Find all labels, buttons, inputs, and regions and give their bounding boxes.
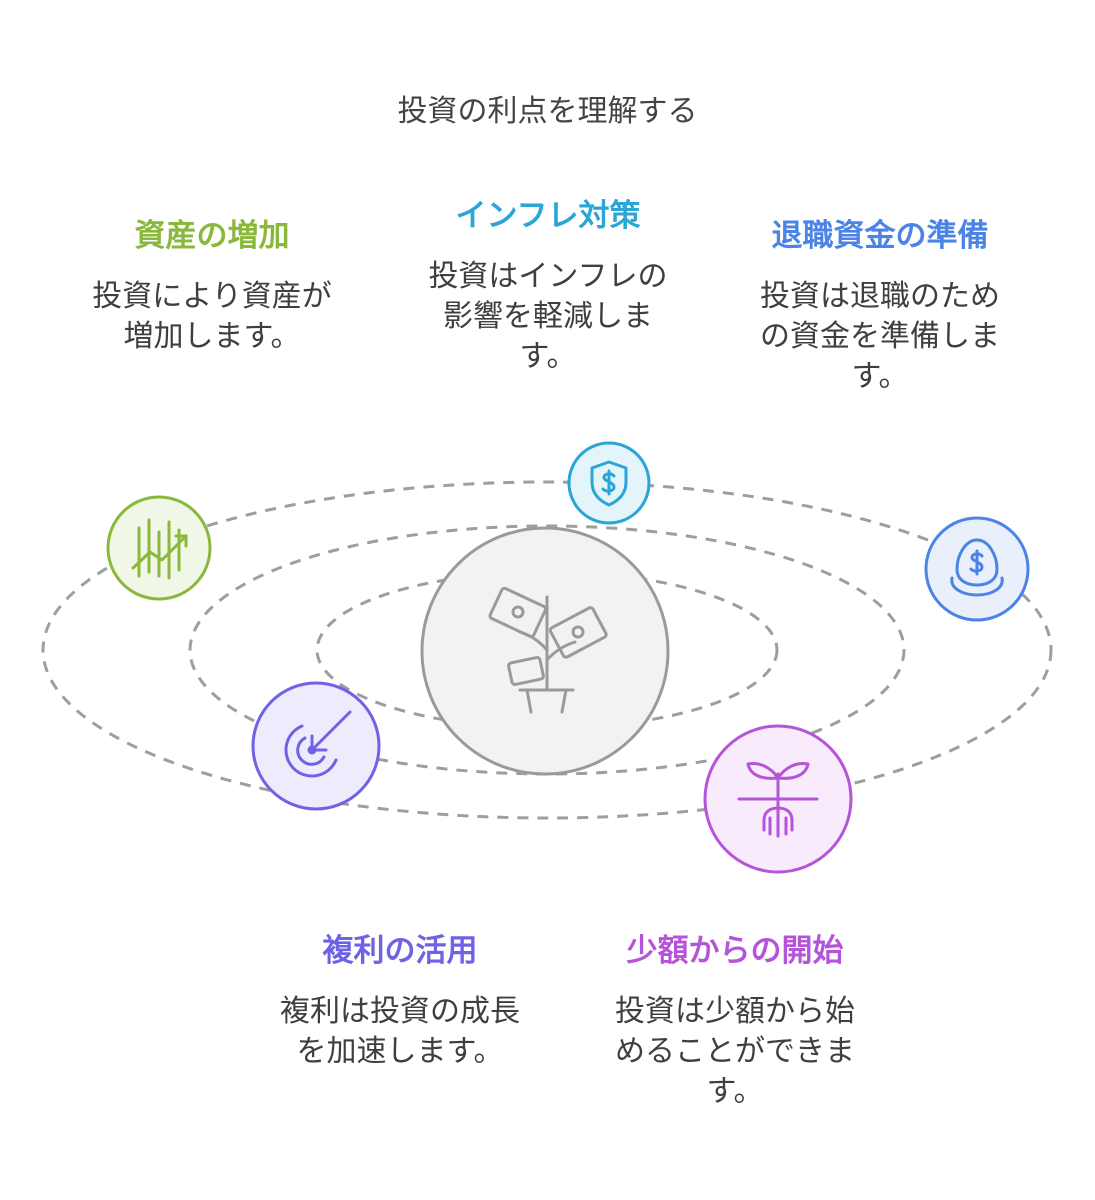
desc-line: す。 bbox=[706, 1074, 764, 1109]
retirement-node bbox=[924, 516, 1030, 622]
desc-line: 増加します。 bbox=[123, 319, 301, 354]
desc-line: の資金を準備しま bbox=[760, 319, 1000, 354]
desc-line: 投資は少額から始 bbox=[615, 994, 855, 1029]
small-start-heading: 少額からの開始 bbox=[626, 933, 844, 969]
desc-line: す。 bbox=[519, 339, 577, 374]
outer-orbit bbox=[41, 480, 1053, 820]
compound-description: 複利は投資の成長 を加速します。 bbox=[250, 992, 550, 1072]
money-plant-icon bbox=[488, 586, 608, 714]
asset-growth-description: 投資により資産が 増加します。 bbox=[62, 277, 362, 357]
asset-growth-node bbox=[106, 495, 212, 601]
desc-line: を加速します。 bbox=[296, 1034, 504, 1069]
compound-heading: 複利の活用 bbox=[322, 933, 478, 969]
desc-line: 複利は投資の成長 bbox=[280, 994, 520, 1029]
nest-egg-icon bbox=[950, 538, 1004, 597]
asset-growth-block: 資産の増加 投資により資産が 増加します。 bbox=[62, 210, 362, 357]
retirement-description: 投資は退職のため の資金を準備しま す。 bbox=[730, 277, 1030, 397]
desc-line: 投資はインフレの bbox=[428, 259, 668, 294]
dollar-shield-icon bbox=[590, 460, 628, 507]
asset-growth-heading: 資産の増加 bbox=[134, 218, 290, 254]
retirement-heading: 退職資金の準備 bbox=[771, 218, 989, 254]
inflation-block: インフレ対策 投資はインフレの 影響を軽減しま す。 bbox=[398, 190, 698, 377]
target-arrow-icon bbox=[284, 710, 352, 778]
inflation-description: 投資はインフレの 影響を軽減しま す。 bbox=[398, 257, 698, 377]
compound-interest-node bbox=[251, 681, 381, 811]
center-node bbox=[420, 526, 670, 776]
inflation-heading: インフレ対策 bbox=[455, 198, 641, 234]
small-start-description: 投資は少額から始 めることができま す。 bbox=[585, 992, 885, 1112]
page-title: 投資の利点を理解する bbox=[397, 94, 698, 129]
desc-line: 投資により資産が bbox=[92, 279, 332, 314]
compound-interest-block: 複利の活用 複利は投資の成長 を加速します。 bbox=[250, 925, 550, 1072]
desc-line: めることができま bbox=[615, 1034, 855, 1069]
desc-line: 投資は退職のため bbox=[760, 279, 1000, 314]
desc-line: 影響を軽減しま bbox=[443, 299, 653, 334]
growth-chart-icon bbox=[131, 518, 188, 580]
sprout-icon bbox=[737, 762, 819, 838]
desc-line: す。 bbox=[851, 359, 909, 394]
small-start-block: 少額からの開始 投資は少額から始 めることができま す。 bbox=[585, 925, 885, 1112]
small-start-node bbox=[703, 724, 853, 874]
retirement-block: 退職資金の準備 投資は退職のため の資金を準備しま す。 bbox=[730, 210, 1030, 397]
inflation-node bbox=[567, 441, 651, 525]
